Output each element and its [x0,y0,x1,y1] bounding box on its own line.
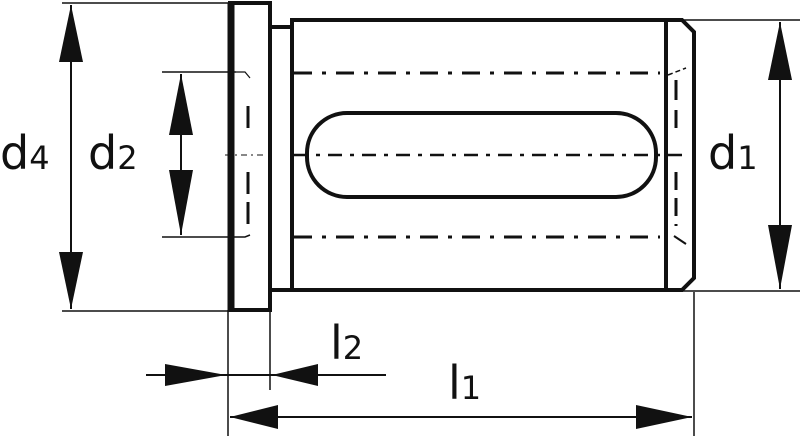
label-d2: d2 [88,130,138,176]
label-l2-main: l [330,316,343,370]
label-d1: d1 [708,130,758,176]
label-d1-main: d [708,126,738,180]
label-d4-main: d [0,126,30,180]
dimension-l1 [230,292,695,436]
label-l1-sub: 1 [460,369,482,407]
dimension-d2 [162,71,236,238]
label-d4: d4 [0,130,50,176]
label-d2-sub: 2 [117,139,138,177]
label-l1: l1 [448,360,481,406]
dimension-l2 [146,310,386,436]
label-l1-main: l [448,356,461,410]
label-d1-sub: 1 [737,139,758,177]
label-d2-main: d [88,126,118,180]
dimension-d4 [59,2,228,312]
sleeve-body [290,18,696,292]
flange [225,1,272,312]
label-l2: l2 [330,320,363,366]
label-d4-sub: 4 [29,139,50,177]
label-l2-sub: 2 [342,329,364,367]
dimension-d1 [680,19,800,292]
neck [270,25,294,292]
